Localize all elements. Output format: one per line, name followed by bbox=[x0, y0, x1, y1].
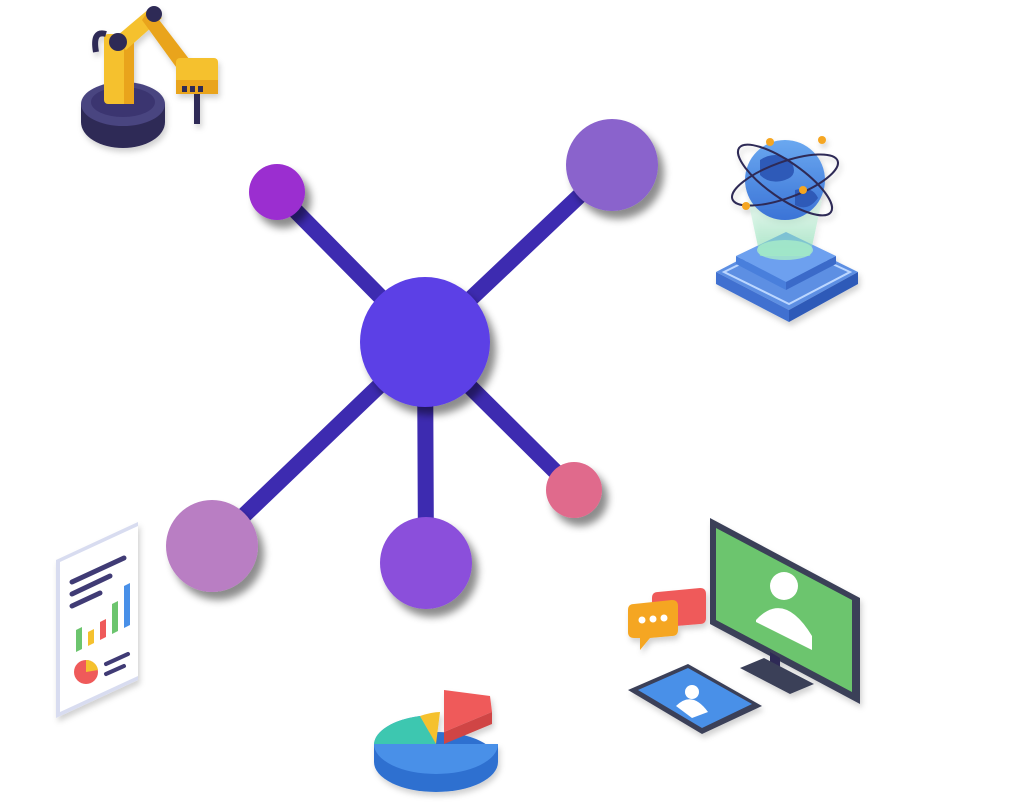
report-document-icon bbox=[56, 522, 138, 718]
node-upper-right bbox=[566, 119, 658, 211]
video-call-devices-icon bbox=[628, 518, 860, 734]
node-bottom bbox=[380, 517, 472, 609]
pie-chart-3d-icon bbox=[374, 690, 498, 792]
robot-arm-icon bbox=[81, 6, 218, 148]
node-hub bbox=[360, 277, 490, 407]
network-nodes bbox=[166, 119, 658, 609]
node-upper-left bbox=[249, 164, 305, 220]
node-lower-left bbox=[166, 500, 258, 592]
node-lower-right bbox=[546, 462, 602, 518]
globe-hologram-icon bbox=[716, 136, 858, 322]
